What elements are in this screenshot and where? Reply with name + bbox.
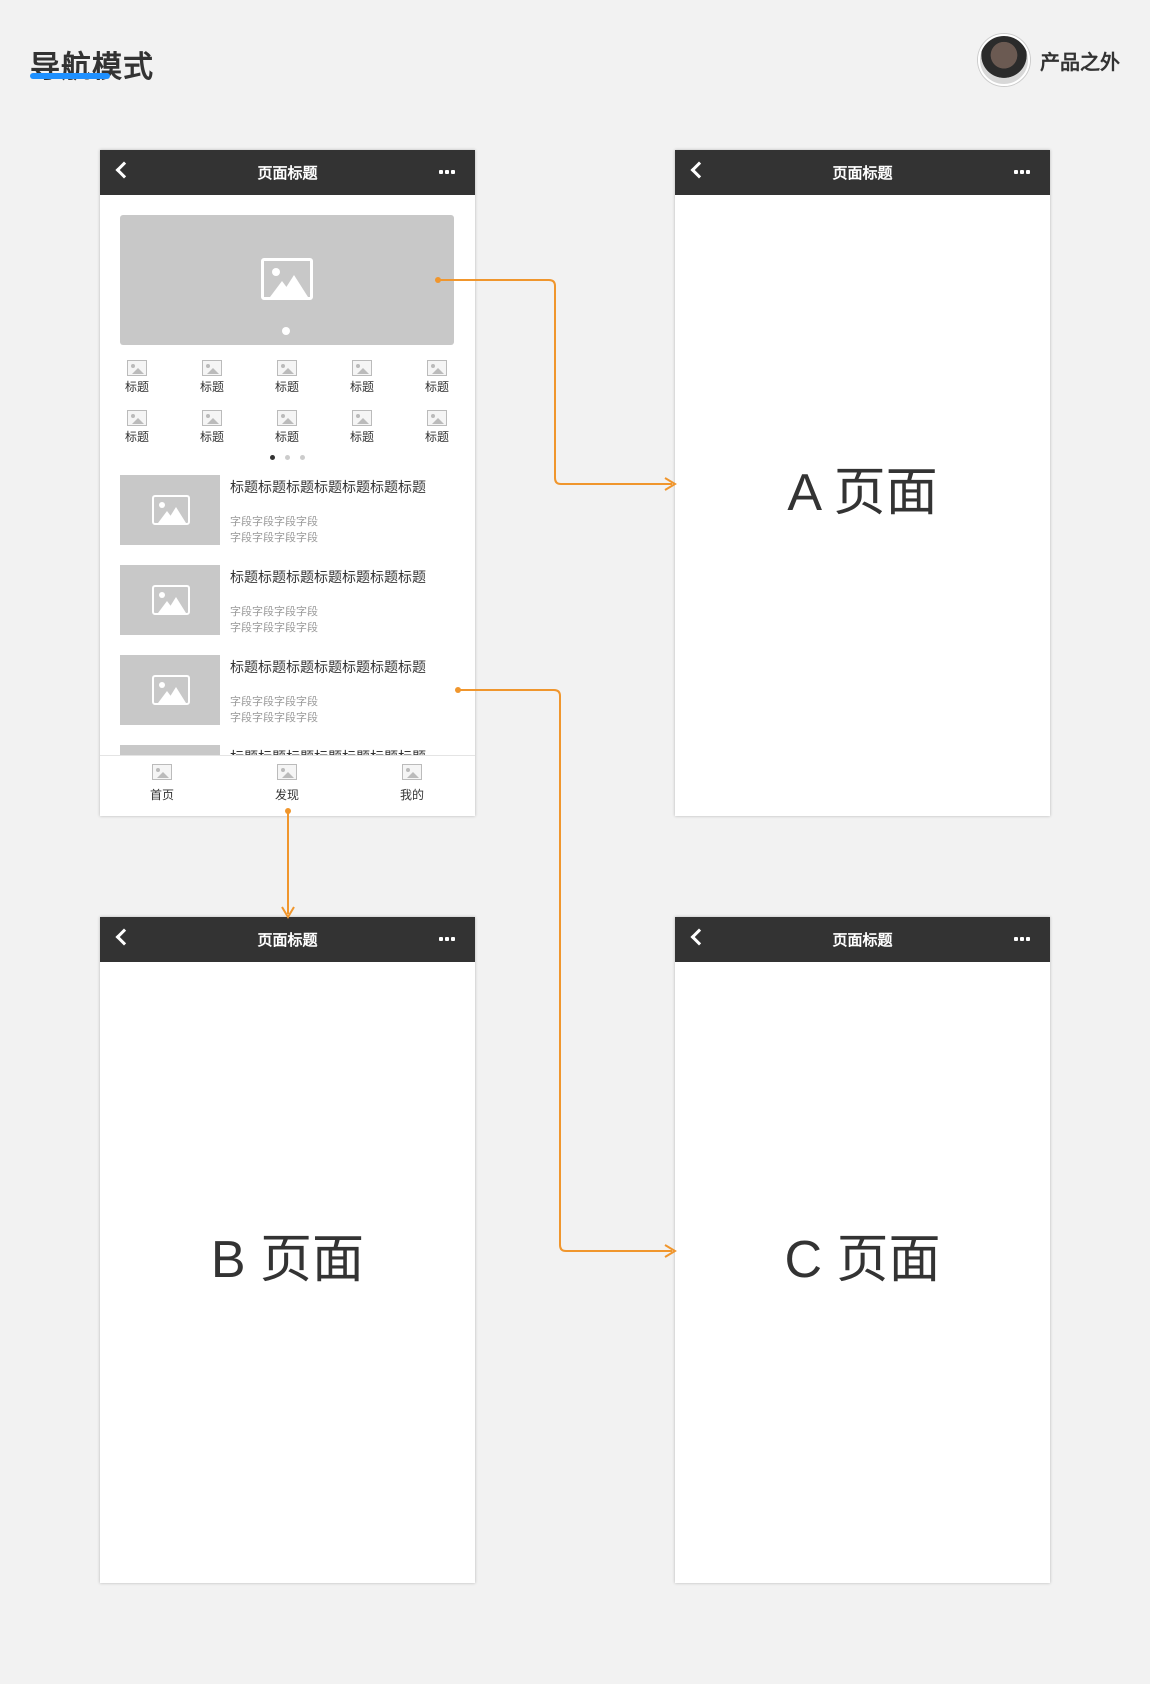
phone-title: 页面标题 xyxy=(257,931,318,949)
pager-dot xyxy=(300,455,305,460)
tab-label: 发现 xyxy=(274,788,299,802)
list-title: 标题标题标题标题标题标题标题 xyxy=(230,570,426,586)
grid-item[interactable]: 标题 xyxy=(187,410,237,445)
image-icon xyxy=(277,410,297,426)
brand-name: 产品之外 xyxy=(1040,49,1120,74)
back-icon[interactable] xyxy=(115,928,133,946)
list-subtitle: 字段字段字段字段 xyxy=(230,711,318,724)
image-icon xyxy=(352,360,372,376)
image-icon xyxy=(352,410,372,426)
phone-c: 页面标题 C 页面 xyxy=(675,917,1050,1583)
image-icon xyxy=(152,675,190,705)
image-icon xyxy=(277,764,297,780)
list-thumb xyxy=(120,565,220,635)
more-icon[interactable] xyxy=(439,170,455,174)
phone-header: 页面标题 xyxy=(100,917,475,962)
list-thumb xyxy=(120,475,220,545)
grid-item[interactable]: 标题 xyxy=(262,410,312,445)
grid-label: 标题 xyxy=(424,430,449,444)
phone-header: 页面标题 xyxy=(100,150,475,195)
grid-label: 标题 xyxy=(274,430,299,444)
phone-a: 页面标题 A 页面 xyxy=(675,150,1050,816)
tab-label: 首页 xyxy=(149,788,174,802)
list-item[interactable]: 标题标题标题标题标题标题标题 字段字段字段字段 字段字段字段字段 xyxy=(120,565,460,635)
phone-header: 页面标题 xyxy=(675,150,1050,195)
list-item[interactable]: 标题标题标题标题标题标题标题 字段字段字段字段 字段字段字段字段 xyxy=(120,655,460,725)
image-icon xyxy=(277,360,297,376)
more-icon[interactable] xyxy=(1014,170,1030,174)
page-label: A 页面 xyxy=(787,464,938,522)
page-label: B 页面 xyxy=(210,1231,365,1289)
image-icon xyxy=(127,410,147,426)
tab-label: 我的 xyxy=(399,788,424,802)
phone-main: 页面标题 标题 标题 标题 标题 标题 标题 标题 标题 标题 标题 标题标题标… xyxy=(100,150,475,816)
image-icon xyxy=(202,360,222,376)
grid-item[interactable]: 标题 xyxy=(187,360,237,395)
list-subtitle: 字段字段字段字段 xyxy=(230,515,318,528)
tab-home[interactable]: 首页 xyxy=(132,764,192,803)
page-heading: 导航模式 xyxy=(30,50,154,85)
image-icon xyxy=(261,258,313,300)
grid-label: 标题 xyxy=(349,430,374,444)
image-icon xyxy=(202,410,222,426)
list-subtitle: 字段字段字段字段 xyxy=(230,621,318,634)
avatar xyxy=(978,34,1030,86)
image-icon xyxy=(152,764,172,780)
banner-dot xyxy=(282,327,290,335)
phone-title: 页面标题 xyxy=(832,164,893,182)
grid-item[interactable]: 标题 xyxy=(412,410,462,445)
list-subtitle: 字段字段字段字段 xyxy=(230,605,318,618)
list-subtitle: 字段字段字段字段 xyxy=(230,531,318,544)
back-icon[interactable] xyxy=(690,928,708,946)
tab-mine[interactable]: 我的 xyxy=(382,764,442,803)
grid-label: 标题 xyxy=(124,380,149,394)
heading-underline xyxy=(30,73,110,79)
pager-dot xyxy=(285,455,290,460)
list-thumb xyxy=(120,655,220,725)
grid-label: 标题 xyxy=(124,430,149,444)
grid-item[interactable]: 标题 xyxy=(412,360,462,395)
back-icon[interactable] xyxy=(115,161,133,179)
grid-item[interactable]: 标题 xyxy=(112,410,162,445)
phone-title: 页面标题 xyxy=(832,931,893,949)
grid-item[interactable]: 标题 xyxy=(112,360,162,395)
image-icon xyxy=(152,585,190,615)
phone-header: 页面标题 xyxy=(675,917,1050,962)
grid-label: 标题 xyxy=(349,380,374,394)
grid-item[interactable]: 标题 xyxy=(337,360,387,395)
brand: 产品之外 xyxy=(978,34,1120,86)
grid-item[interactable]: 标题 xyxy=(337,410,387,445)
pager-dot xyxy=(270,455,275,460)
tab-bar: 首页 发现 我的 xyxy=(100,755,475,816)
grid-label: 标题 xyxy=(424,380,449,394)
arrowhead xyxy=(664,477,677,491)
arrowhead xyxy=(281,906,295,919)
list-subtitle: 字段字段字段字段 xyxy=(230,695,318,708)
image-icon xyxy=(127,360,147,376)
grid-item[interactable]: 标题 xyxy=(262,360,312,395)
grid-label: 标题 xyxy=(274,380,299,394)
list-item[interactable]: 标题标题标题标题标题标题标题 字段字段字段字段 字段字段字段字段 xyxy=(120,475,460,545)
connector-list-to-c xyxy=(458,689,672,1252)
phone-title: 页面标题 xyxy=(257,164,318,182)
list-title: 标题标题标题标题标题标题标题 xyxy=(230,480,426,496)
page-label: C 页面 xyxy=(784,1231,941,1289)
arrowhead xyxy=(664,1244,677,1258)
phone-b: 页面标题 B 页面 xyxy=(100,917,475,1583)
image-icon xyxy=(427,360,447,376)
image-icon xyxy=(402,764,422,780)
grid-label: 标题 xyxy=(199,430,224,444)
grid-label: 标题 xyxy=(199,380,224,394)
image-icon xyxy=(152,495,190,525)
banner[interactable] xyxy=(120,215,454,345)
more-icon[interactable] xyxy=(1014,937,1030,941)
more-icon[interactable] xyxy=(439,937,455,941)
list-title: 标题标题标题标题标题标题标题 xyxy=(230,660,426,676)
tab-discover[interactable]: 发现 xyxy=(257,764,317,803)
image-icon xyxy=(427,410,447,426)
back-icon[interactable] xyxy=(690,161,708,179)
